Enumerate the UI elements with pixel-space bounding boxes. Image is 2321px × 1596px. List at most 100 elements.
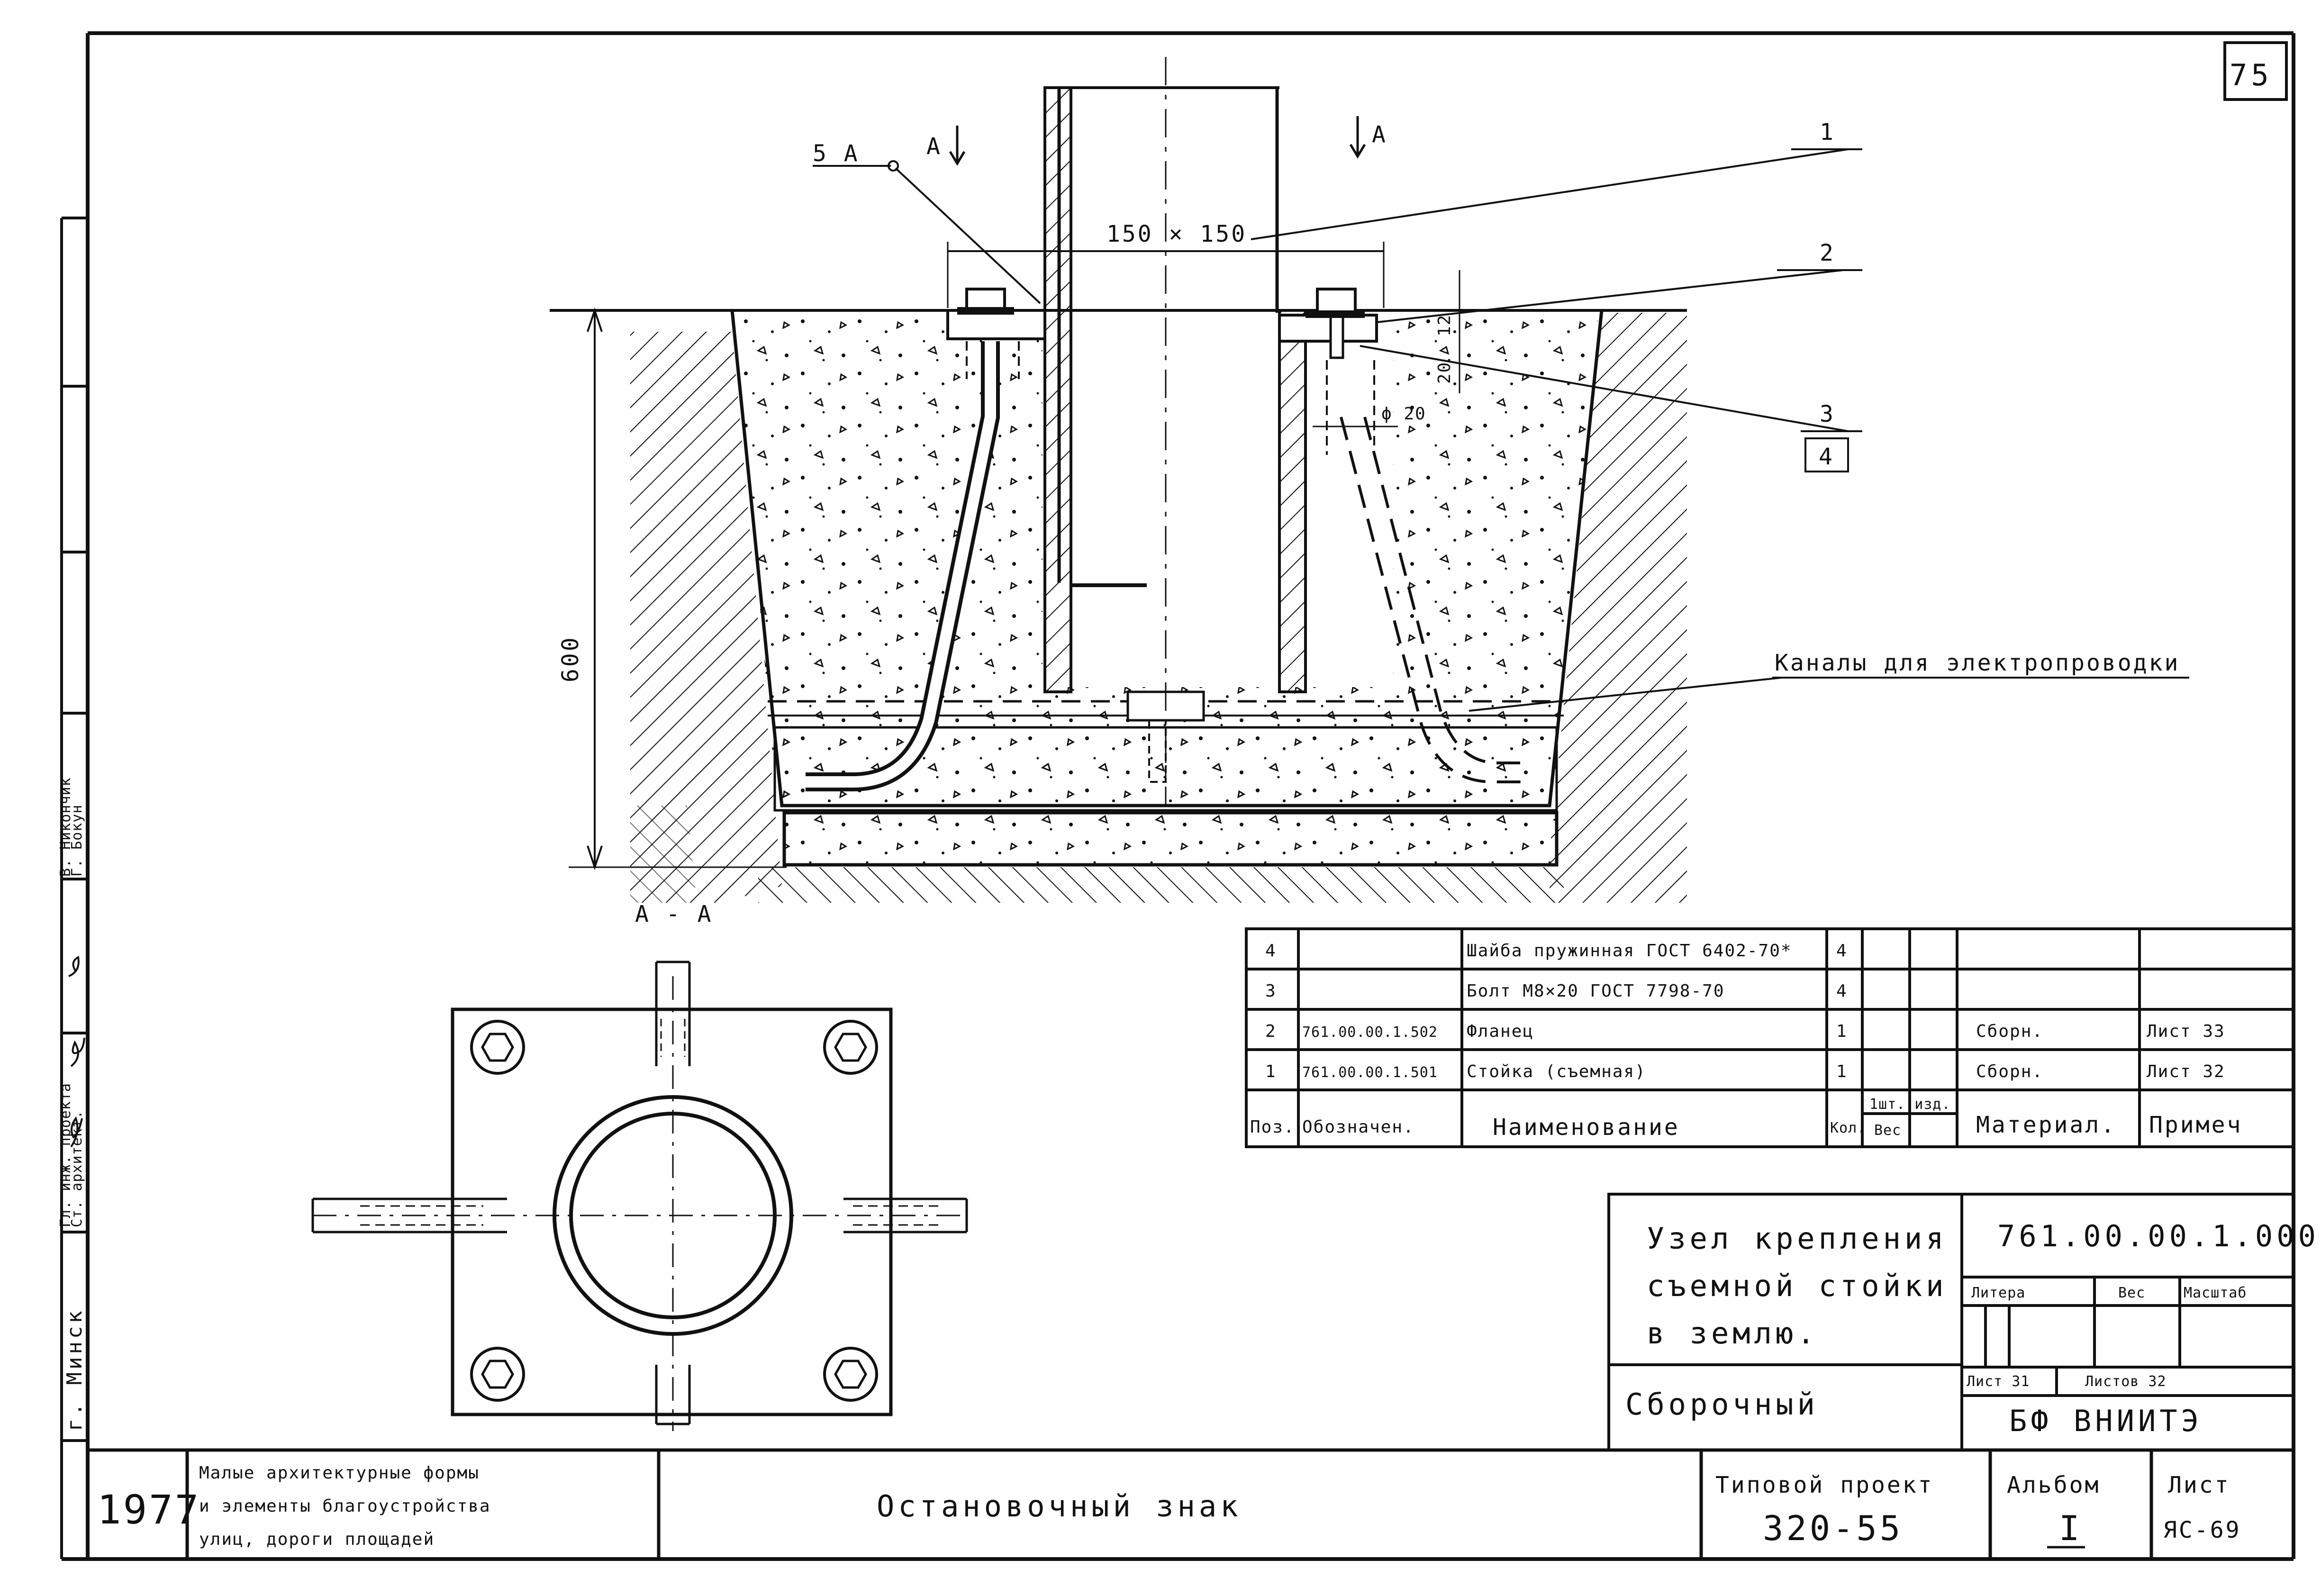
tb-title-2: съемной стойки [1647, 1269, 1948, 1303]
bolt-bottom-right [823, 1347, 878, 1402]
plan-conduit-right [843, 1197, 968, 1233]
tb-sheet: Лист 31 [1967, 1373, 2030, 1390]
hdr-note: Примеч [2149, 1112, 2242, 1138]
year: 1977 [97, 1487, 200, 1533]
series-line-2: и элементы благоустройства [199, 1496, 491, 1516]
bottom-strip [88, 1448, 2294, 1559]
tb-col-weight: Вес [2118, 1285, 2145, 1301]
tb-title-3: в землю. [1647, 1316, 1819, 1351]
hdr-pos: Поз. [1250, 1117, 1295, 1137]
soil-bottom [758, 867, 1564, 903]
bolt-washer-right [1306, 310, 1365, 318]
section-label: A - A [635, 901, 713, 927]
tb-col-scale: Масштаб [2184, 1285, 2247, 1301]
center-anchor [1148, 719, 1167, 783]
spec-cell-pos: 3 [1265, 981, 1277, 1001]
dim-depth-label: 600 [557, 635, 584, 682]
plan-view-a-a: A - A [311, 901, 968, 1431]
plan-conduit-top [655, 961, 691, 1066]
spec-cell-name: Болт М8×20 ГОСТ 7798-70 [1467, 981, 1725, 1001]
tb-col-litera: Литера [1971, 1285, 2025, 1301]
bolt-washer-left [957, 307, 1014, 315]
flange-right [1278, 314, 1378, 343]
sheet-number-box: 75 [2223, 41, 2288, 101]
spec-cell-material: Сборн. [1976, 1062, 2043, 1081]
callout-2: 2 [1820, 240, 1835, 266]
callout-4: 4 [1819, 444, 1834, 470]
concrete-fill [734, 315, 1598, 806]
project-label: Типовой проект [1715, 1472, 1934, 1498]
hdr-material: Материал. [1976, 1112, 2116, 1138]
dim-pipe-label: 150 × 150 [1106, 221, 1247, 247]
city-label: г. Минск [63, 1308, 87, 1431]
name-nikonchik: В. Никончик [57, 777, 74, 877]
hdr-weight-top: 1шт. изд. [1869, 1096, 1951, 1113]
spec-cell-qty: 1 [1836, 1062, 1848, 1081]
channels-note: Каналы для электропроводки [1775, 650, 2180, 676]
tb-org: БФ ВНИИТЭ [2009, 1404, 2203, 1438]
tb-doc-code: 761.00.00.1.000 [1997, 1219, 2320, 1253]
bolt-top-right [823, 1020, 878, 1075]
spec-cell-note: Лист 33 [2147, 1022, 2225, 1041]
hdr-designation: Обозначен. [1302, 1117, 1414, 1137]
sheet-number: 75 [2230, 58, 2273, 92]
spec-cell-name: Шайба пружинная ГОСТ 6402-70* [1467, 941, 1792, 961]
flange-plate [451, 1007, 893, 1416]
name-bokun: Г. Бокун [69, 805, 85, 877]
spec-cell-qty: 4 [1836, 981, 1848, 1001]
spec-table [1245, 927, 2295, 1148]
spec-cell-qty: 4 [1836, 941, 1848, 961]
spec-cell-designation: 761.00.00.1.501 [1302, 1064, 1438, 1081]
signature-3 [68, 955, 80, 977]
series-line-3: улиц, дороги площадей [199, 1530, 435, 1549]
spec-cell-qty: 1 [1836, 1022, 1848, 1041]
hdr-qty: Кол. [1830, 1120, 1866, 1136]
album-number: I [2059, 1508, 2079, 1548]
object-name: Остановочный знак [877, 1489, 1242, 1523]
spec-cell-pos: 1 [1265, 1062, 1277, 1081]
weld-mark: 5 A [813, 140, 860, 167]
list-code: ЯС-69 [2163, 1517, 2241, 1543]
spec-cell-name: Фланец [1467, 1022, 1534, 1041]
spec-cell-designation: 761.00.00.1.502 [1302, 1024, 1438, 1041]
bolt-shank-right [1329, 314, 1344, 359]
title-block [1607, 1193, 2295, 1451]
spec-cell-pos: 4 [1265, 941, 1277, 961]
spec-cell-pos: 2 [1265, 1022, 1277, 1041]
tb-title-1: Узел крепления [1647, 1221, 1948, 1256]
tb-doc-type: Сборочный [1625, 1387, 1819, 1422]
dim-20: 20 [1435, 362, 1454, 384]
signature-2 [70, 1037, 85, 1067]
conduit-right [1340, 417, 1521, 783]
tb-sheets: Листов 32 [2085, 1373, 2167, 1390]
plan-conduit-bottom [655, 1365, 691, 1425]
signature-1 [70, 1116, 83, 1148]
bolt-top-left [470, 1020, 525, 1075]
album-label: Альбом [2007, 1472, 2100, 1498]
dim-d20: ϕ 20 [1381, 404, 1426, 424]
dim-12: 12 [1435, 314, 1454, 336]
plan-conduit-left [311, 1197, 507, 1233]
left-stamp-strip [60, 217, 88, 1559]
section-view: 600 150 × 150 12 20 ϕ 20 A A 5 A 1 2 3 [550, 57, 2189, 903]
project-number: 320-55 [1763, 1508, 1903, 1548]
callout-3: 3 [1820, 401, 1835, 427]
section-mark-right: A [1372, 121, 1387, 148]
hdr-weight-bottom: Вес [1874, 1122, 1901, 1139]
spec-cell-material: Сборн. [1976, 1022, 2043, 1041]
list-label: Лист [2168, 1472, 2230, 1498]
bolt-bottom-left [470, 1347, 525, 1402]
soil-right [1550, 313, 1687, 903]
series-line-1: Малые архитектурные формы [199, 1463, 480, 1483]
soil-left [630, 332, 782, 903]
spec-rows: 4 Шайба пружинная ГОСТ 6402-70* 4 3 Болт М8×… [1265, 941, 2225, 1081]
footing-slab [782, 811, 1559, 867]
spec-cell-name: Стойка (съемная) [1467, 1062, 1646, 1081]
role-chief-engineer: Гл. инж. проекта [57, 1083, 74, 1227]
hdr-name: Наименование [1493, 1114, 1680, 1141]
section-mark-left: A [926, 133, 942, 160]
post-sleeve-right [1278, 309, 1307, 693]
callout-1: 1 [1820, 119, 1835, 145]
soil-left-2 [630, 806, 697, 903]
